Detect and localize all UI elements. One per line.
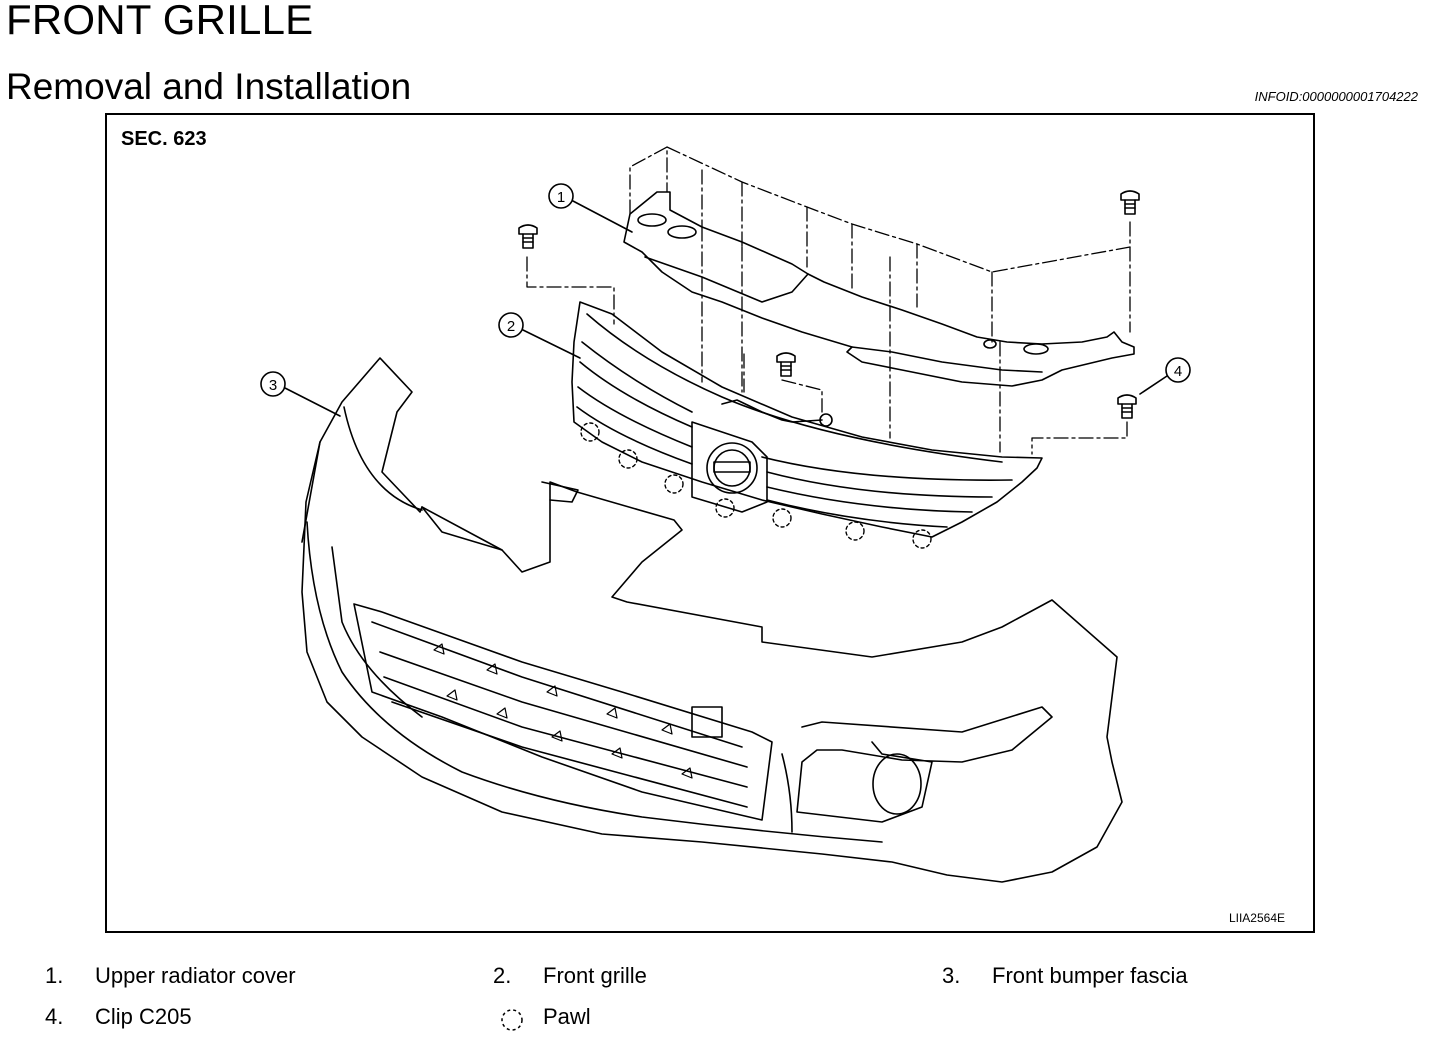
callout-4: 4 (1139, 357, 1191, 395)
callout-3-label: 3 (269, 377, 277, 394)
info-id: INFOID:0000000001704222 (1254, 89, 1418, 104)
front-grille-drawing (571, 301, 1043, 549)
legend-label: Front grille (543, 963, 647, 988)
legend-number: 3. (942, 963, 961, 988)
alignment-lines (526, 146, 1131, 455)
front-bumper-fascia-drawing (301, 357, 1123, 883)
clip-c205-drawing (518, 190, 1140, 419)
section-label: SEC. 623 (121, 128, 207, 150)
callout-1: 1 (548, 183, 633, 233)
callout-2-label: 2 (507, 318, 515, 335)
legend-number: 4. (45, 1004, 64, 1029)
callout-1-label: 1 (557, 189, 565, 206)
dashed-circle-icon (501, 1009, 523, 1031)
legend-label: Pawl (543, 1004, 591, 1029)
parts-diagram-frame: SEC. 623 LIIA2564E (105, 113, 1315, 933)
page-title: FRONT GRILLE (6, 0, 314, 43)
section-subtitle: Removal and Installation (6, 66, 412, 107)
legend-number: 2. (493, 963, 512, 988)
callout-3: 3 (260, 371, 341, 417)
legend-label: Upper radiator cover (95, 963, 296, 988)
callout-4-label: 4 (1174, 363, 1182, 380)
legend-number: 1. (45, 963, 64, 988)
legend-label: Front bumper fascia (992, 963, 1188, 988)
figure-code: LIIA2564E (1228, 911, 1285, 925)
callout-2: 2 (498, 312, 581, 359)
upper-radiator-cover-drawing (623, 191, 1135, 387)
parts-legend: 1. Upper radiator cover 2. Front grille … (0, 963, 1456, 1043)
legend-label: Clip C205 (95, 1004, 192, 1029)
exploded-view-illustration: 1 2 3 4 (260, 146, 1191, 883)
pawl-markers (580, 422, 932, 549)
